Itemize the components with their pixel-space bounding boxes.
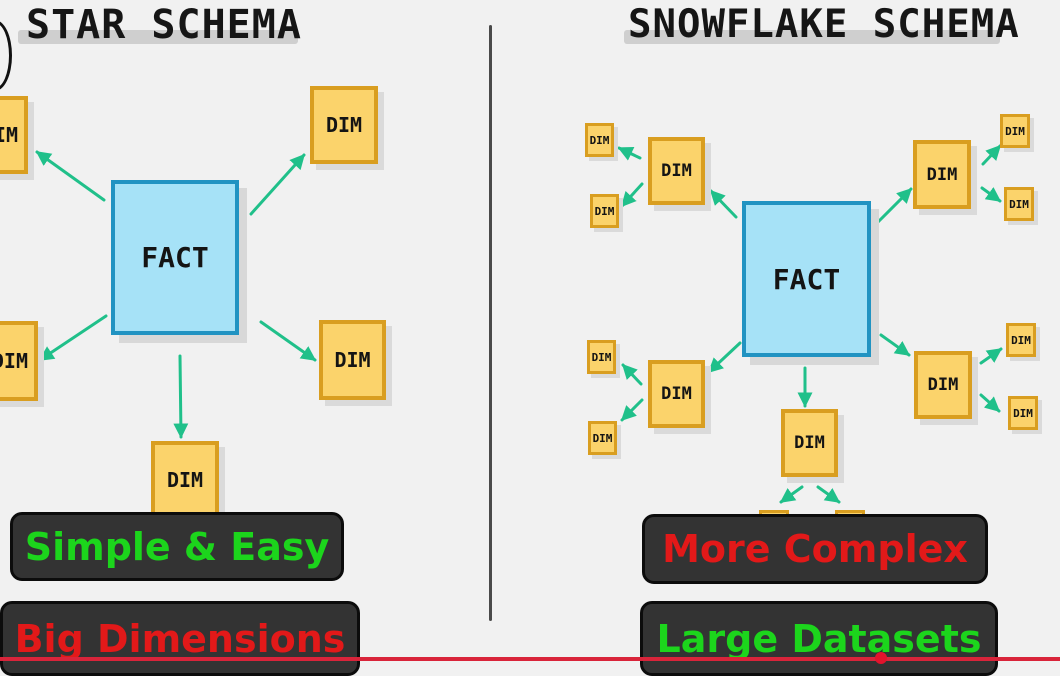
snowflake-subdim-8: DIM [1008, 396, 1038, 430]
arrow-dim-b-to-sub-2 [816, 485, 841, 504]
subdim-label: DIM [594, 204, 615, 218]
subdim-label: DIM [592, 431, 613, 445]
star-pill-bottom-text: Big Dimensions [14, 616, 346, 661]
arrow-fact-to-dim-tr [876, 187, 913, 224]
arrow-dim-bl-to-sub-1 [621, 363, 643, 386]
star-dim-label: DIM [334, 348, 371, 372]
star-fact-label: FACT [141, 241, 209, 274]
arrow-fact-to-dim-top-right [249, 153, 306, 216]
arrow-fact-to-dim-br [879, 333, 911, 357]
subdim-label: DIM [1005, 124, 1025, 138]
arrow-fact-to-dim-tl [709, 189, 738, 219]
snowflake-schema-title: SNOWFLAKE SCHEMA [628, 2, 1020, 47]
star-pill-top-text: Simple & Easy [24, 524, 330, 569]
video-progress-bar[interactable] [0, 657, 1060, 661]
snowflake-subdim-2: DIM [590, 194, 619, 228]
star-pill-big-dimensions: Big Dimensions [0, 601, 360, 676]
snowflake-pill-top-text: More Complex [662, 527, 968, 571]
relationship-arrows [35, 144, 1003, 504]
arrow-fact-to-dim-top-left [35, 150, 106, 202]
snowflake-pill-large-datasets: Large Datasets [640, 601, 998, 676]
snowflake-fact-label: FACT [772, 262, 841, 296]
star-dim-top-right: DIM [310, 86, 378, 164]
snowflake-dim-bottom-left: DIM [648, 360, 705, 428]
arrow-fact-to-dim-bl [707, 341, 742, 374]
arrow-dim-b-to-sub-1 [779, 485, 804, 504]
arrow-dim-tr-to-sub-1 [981, 144, 1002, 166]
snowflake-dim-top-left: DIM [648, 137, 705, 205]
snowflake-pill-more-complex: More Complex [642, 514, 988, 584]
arrow-fact-to-dim-bottom-left [38, 314, 108, 362]
subdim-label: DIM [1011, 333, 1031, 347]
arrow-dim-tl-to-sub-2 [620, 182, 644, 208]
snowflake-dim-top-right: DIM [913, 140, 971, 209]
star-dim-bottom-right: DIM [319, 320, 386, 400]
snowflake-dim-label: DIM [661, 384, 692, 404]
star-dim-label: DIM [0, 349, 28, 373]
snowflake-subdim-3: DIM [1000, 114, 1030, 148]
arrow-dim-tr-to-sub-2 [980, 186, 1002, 203]
star-title-shadow [18, 30, 298, 44]
star-dim-bottom-left: DIM [0, 321, 38, 401]
star-dim-label: DIM [0, 123, 18, 147]
subdim-label: DIM [1013, 406, 1033, 420]
star-dim-top-left: DIM [0, 96, 28, 174]
panel-divider [489, 25, 492, 621]
arrow-dim-br-to-sub-1 [979, 347, 1003, 365]
snowflake-dim-bottom-right: DIM [914, 351, 972, 419]
star-schema-title: STAR SCHEMA [26, 2, 302, 48]
snowflake-title-shadow [624, 30, 1000, 44]
snowflake-dim-bottom: DIM [781, 409, 838, 477]
star-dim-label: DIM [166, 468, 204, 492]
subdim-label: DIM [589, 133, 610, 147]
snowflake-dim-label: DIM [794, 433, 825, 453]
star-dim-bottom: DIM [151, 441, 219, 519]
arrow-fact-to-dim-bottom-right [259, 320, 317, 362]
video-progress-handle[interactable] [875, 652, 887, 664]
snowflake-subdim-6: DIM [588, 421, 617, 455]
star-fact-table: FACT [111, 180, 239, 335]
subdim-label: DIM [591, 350, 612, 364]
snowflake-dim-label: DIM [926, 164, 958, 185]
arrow-dim-br-to-sub-2 [979, 393, 1001, 413]
arrow-fact-to-dim-bottom [173, 354, 189, 439]
snowflake-subdim-5: DIM [587, 340, 616, 374]
subdim-label: DIM [1009, 197, 1029, 211]
star-dim-label: DIM [325, 113, 363, 137]
star-pill-simple-easy: Simple & Easy [10, 512, 344, 581]
arrow-dim-bl-to-sub-2 [620, 398, 644, 422]
snowflake-subdim-4: DIM [1004, 187, 1034, 221]
snowflake-fact-table: FACT [742, 201, 871, 357]
snowflake-pill-bottom-text: Large Datasets [656, 616, 982, 661]
snowflake-subdim-7: DIM [1006, 323, 1036, 357]
snowflake-dim-label: DIM [927, 375, 959, 395]
arrow-dim-tl-to-sub-1 [617, 146, 642, 161]
snowflake-dim-label: DIM [661, 161, 692, 181]
snowflake-subdim-1: DIM [585, 123, 614, 157]
